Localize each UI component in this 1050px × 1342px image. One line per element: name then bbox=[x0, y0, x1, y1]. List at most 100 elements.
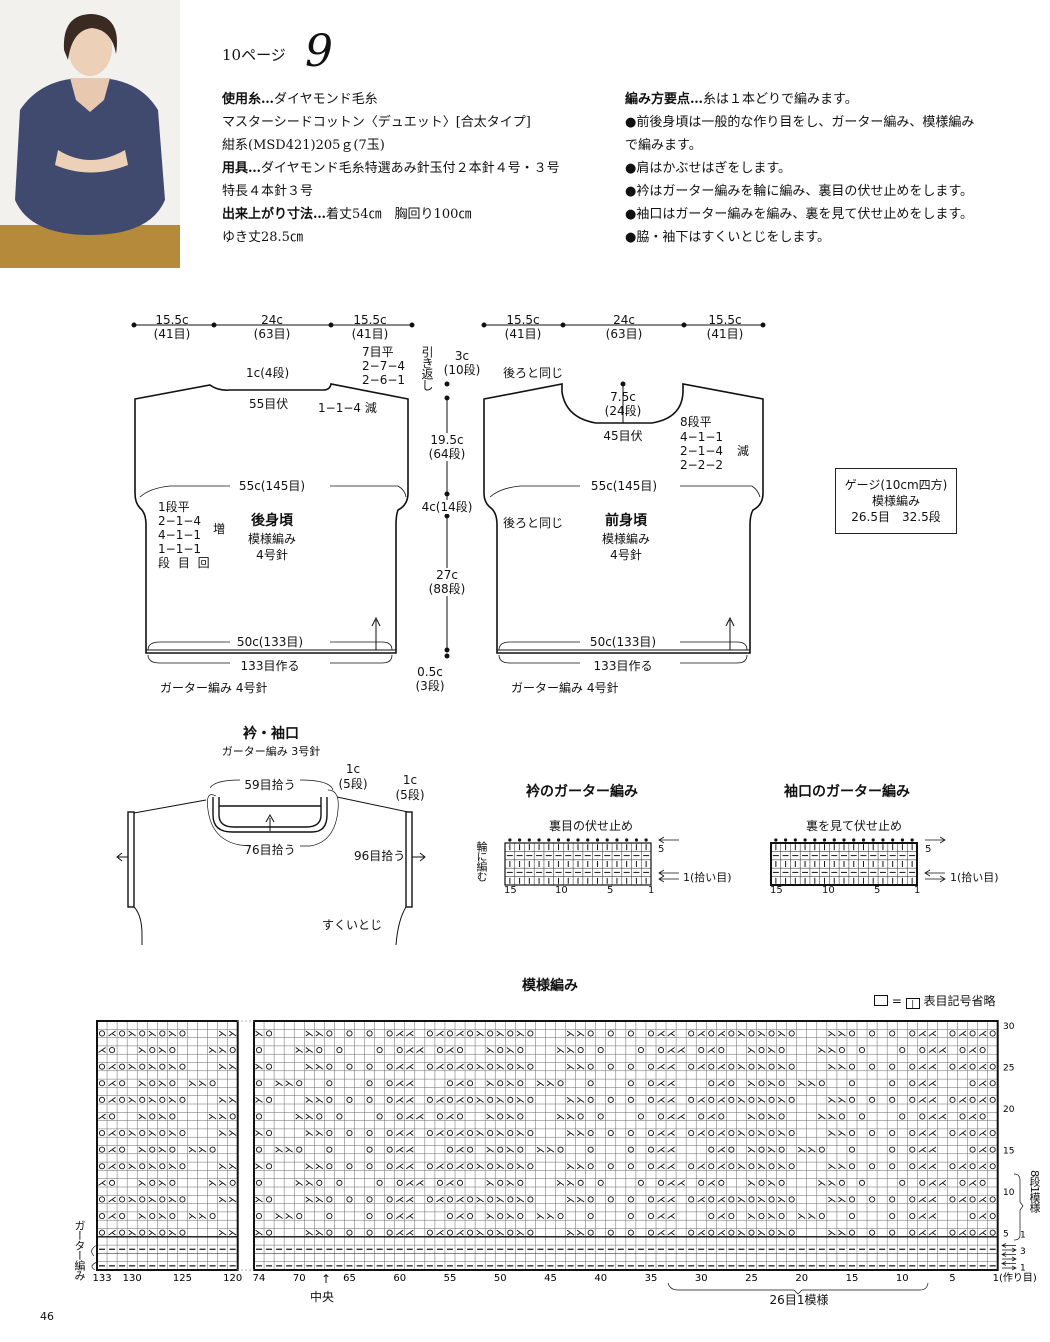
seam-label: すくいとじ bbox=[322, 918, 383, 932]
yarn-over-symbol bbox=[607, 1130, 614, 1137]
right-decrease-symbol bbox=[747, 1179, 756, 1186]
yarn-over-symbol bbox=[487, 1063, 494, 1070]
yarn-over-symbol bbox=[587, 1229, 594, 1236]
right-decrease-symbol bbox=[808, 1146, 816, 1153]
yarn-over-symbol bbox=[396, 1113, 403, 1120]
yarn-over-symbol bbox=[858, 1179, 866, 1186]
right-decrease-symbol bbox=[218, 1163, 227, 1170]
right-decrease-symbol bbox=[516, 1229, 525, 1236]
row-arrow-icon bbox=[658, 875, 679, 883]
column-tick-label: 35 bbox=[645, 1273, 658, 1284]
yarn-over-symbol bbox=[818, 1213, 825, 1220]
yarn-over-symbol bbox=[969, 1146, 976, 1153]
front-dim-right-stitches: (41目) bbox=[706, 327, 744, 341]
right-decrease-symbol bbox=[496, 1130, 504, 1136]
yarn-over-symbol bbox=[336, 1113, 343, 1120]
yarn-over-symbol bbox=[748, 1229, 755, 1236]
yarn-over-symbol bbox=[688, 1229, 695, 1236]
yarn-over-symbol bbox=[159, 1229, 166, 1236]
yarn-over-symbol bbox=[159, 1196, 166, 1203]
yarn-over-symbol bbox=[698, 1113, 705, 1120]
yarn-over-symbol bbox=[688, 1196, 695, 1203]
left-decrease-symbol bbox=[958, 1063, 967, 1070]
garter-label: ガーター編み bbox=[73, 1220, 86, 1280]
gauge-title: ゲージ(10cm四方) bbox=[844, 478, 948, 492]
yarn-over-symbol bbox=[517, 1213, 524, 1220]
garter-row-label: 3 bbox=[1020, 1247, 1026, 1257]
yarn-over-symbol bbox=[159, 1063, 166, 1070]
right-decrease-symbol bbox=[128, 1163, 136, 1170]
yarn-over-symbol bbox=[139, 1163, 146, 1170]
right-decrease-symbol bbox=[128, 1196, 136, 1203]
yarn-over-symbol bbox=[386, 1213, 393, 1220]
yarn-over-symbol bbox=[366, 1146, 373, 1153]
right-decrease-symbol bbox=[168, 1096, 177, 1103]
yarn-over-symbol bbox=[386, 1080, 393, 1087]
right-decrease-symbol bbox=[516, 1063, 525, 1070]
tick: 10 bbox=[555, 885, 568, 896]
left-decrease-symbol bbox=[395, 1130, 404, 1136]
cuff-garter-row1: 1(拾い目) bbox=[950, 871, 999, 884]
right-decrease-symbol bbox=[566, 1179, 575, 1186]
yarn-over-symbol bbox=[139, 1063, 146, 1070]
yarn-over-symbol bbox=[909, 1213, 916, 1220]
yarn-over-symbol bbox=[517, 1047, 524, 1054]
yarn-over-symbol bbox=[848, 1063, 856, 1070]
yarn-over-symbol bbox=[98, 1163, 106, 1170]
tick: 15 bbox=[504, 885, 517, 896]
yarn-over-symbol bbox=[426, 1163, 433, 1170]
value: ダイヤモンド毛糸特選あみ針玉付２本針４号・３号 bbox=[261, 161, 560, 176]
value: 糸は１本どりで編みます。 bbox=[703, 92, 858, 107]
yarn-over-symbol bbox=[647, 1096, 655, 1103]
right-decrease-symbol bbox=[315, 1196, 324, 1203]
yarn-over-symbol bbox=[366, 1130, 373, 1137]
yarn-over-symbol bbox=[597, 1179, 604, 1186]
yarn-over-symbol bbox=[818, 1080, 825, 1087]
yarn-over-symbol bbox=[688, 1163, 695, 1170]
left-decrease-symbol bbox=[978, 1030, 987, 1037]
value: ダイヤモンド毛糸 bbox=[274, 92, 378, 107]
gauge-stitch: 模様編み bbox=[871, 494, 920, 508]
yarn-over-symbol bbox=[497, 1179, 504, 1186]
yarn-over-symbol bbox=[627, 1229, 634, 1236]
yarn-over-symbol bbox=[607, 1163, 614, 1170]
yarn-over-symbol bbox=[657, 1113, 665, 1120]
left-decrease-symbol bbox=[98, 1113, 106, 1120]
yarn-over-symbol bbox=[467, 1146, 474, 1153]
left-decrease-symbol bbox=[456, 1213, 464, 1219]
left-decrease-symbol bbox=[717, 1030, 726, 1037]
right-decrease-symbol bbox=[516, 1130, 525, 1136]
row-direction-arrow-icon bbox=[1001, 1261, 1016, 1266]
bindoff-dot bbox=[566, 838, 570, 842]
right-decrease-symbol bbox=[168, 1030, 177, 1037]
left-decrease-symbol bbox=[456, 1063, 464, 1070]
right-decrease-symbol bbox=[255, 1063, 263, 1070]
right-decrease-symbol bbox=[285, 1213, 293, 1219]
right-decrease-symbol bbox=[808, 1080, 816, 1087]
yarn-over-symbol bbox=[577, 1047, 584, 1054]
right-decrease-symbol bbox=[486, 1179, 494, 1186]
left-decrease-symbol bbox=[717, 1163, 726, 1170]
yarn-over-symbol bbox=[728, 1229, 735, 1236]
collar-pick-front: 76目拾う bbox=[244, 843, 296, 857]
page-reference: 10ページ bbox=[222, 46, 286, 64]
yarn-over-symbol bbox=[326, 1080, 333, 1087]
yarn-over-symbol bbox=[446, 1130, 454, 1137]
yarn-over-symbol bbox=[527, 1196, 534, 1203]
yarn-over-symbol bbox=[698, 1047, 705, 1054]
right-decrease-symbol bbox=[838, 1163, 846, 1170]
yarn-over-symbol bbox=[98, 1229, 106, 1236]
left-decrease-symbol bbox=[968, 1113, 977, 1120]
left-decrease-symbol bbox=[108, 1229, 116, 1236]
right-decrease-symbol bbox=[128, 1096, 136, 1103]
yarn-over-symbol bbox=[326, 1063, 333, 1070]
row-tick-label: 25 bbox=[1003, 1064, 1014, 1074]
right-decrease-symbol bbox=[228, 1229, 237, 1236]
yarn-over-symbol bbox=[909, 1163, 916, 1170]
left-decrease-symbol bbox=[456, 1096, 464, 1103]
right-decrease-symbol bbox=[255, 1163, 263, 1170]
yarn-over-symbol bbox=[708, 1229, 715, 1236]
yarn-over-symbol bbox=[587, 1063, 594, 1070]
bindoff-dot bbox=[625, 838, 629, 842]
yarn-over-symbol bbox=[708, 1196, 715, 1203]
